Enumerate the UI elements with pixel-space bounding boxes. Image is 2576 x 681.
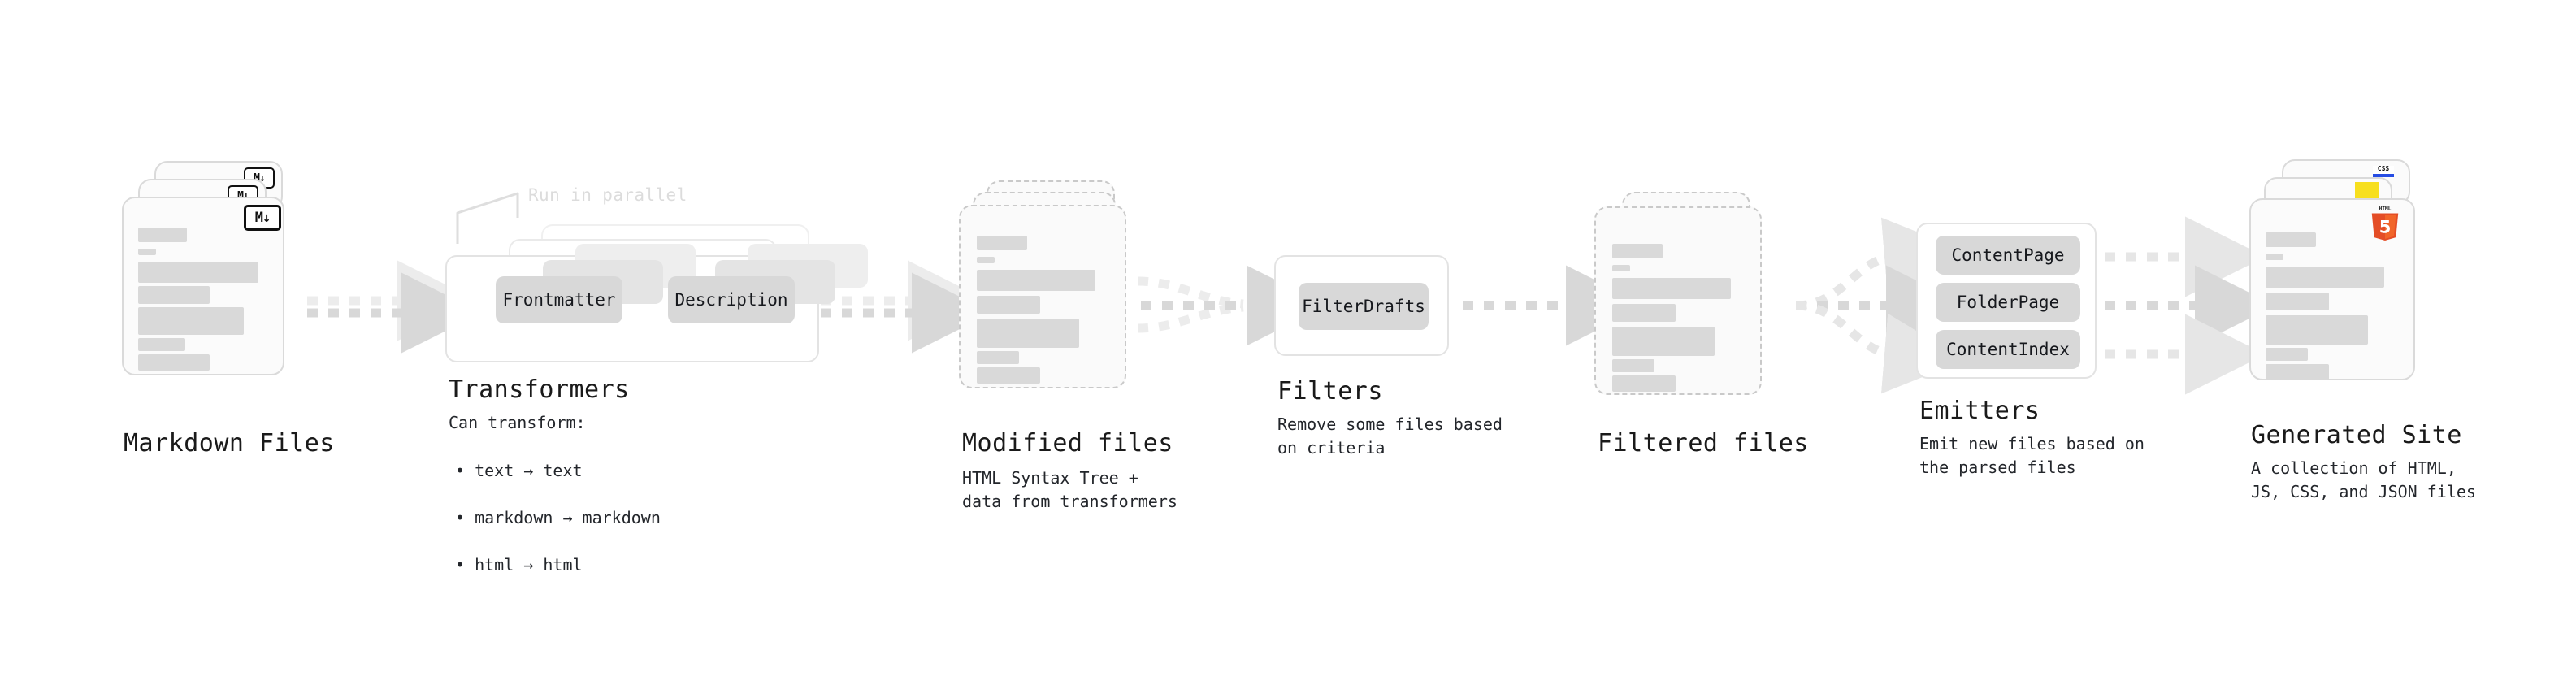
skeleton-bar bbox=[2266, 315, 2368, 345]
transformers-bullet: • html → html bbox=[455, 530, 661, 577]
transformers-bullet: • text → text bbox=[455, 436, 661, 483]
skeleton-bar bbox=[977, 236, 1027, 250]
skeleton-bar bbox=[1612, 327, 1715, 356]
skeleton-bar bbox=[1612, 304, 1676, 322]
arrow-markdown-to-transformers bbox=[307, 260, 482, 354]
skeleton-bar bbox=[138, 228, 187, 242]
bullet-text: html → html bbox=[475, 555, 583, 575]
transformers-desc: Can transform: bbox=[449, 413, 586, 432]
arrow-modified-to-filters bbox=[1137, 265, 1327, 346]
arrow-emitters-to-site bbox=[2105, 216, 2275, 395]
skeleton-bar bbox=[977, 319, 1079, 348]
svg-text:5: 5 bbox=[2379, 217, 2392, 236]
transformers-bullet-list: • text → text • markdown → markdown • ht… bbox=[455, 436, 661, 577]
skeleton-bar bbox=[2266, 267, 2384, 288]
emitter-chip-contentpage[interactable]: ContentPage bbox=[1936, 236, 2080, 275]
bullet-dot: • bbox=[455, 508, 475, 527]
bullet-text: markdown → markdown bbox=[475, 508, 661, 527]
filtered-card-front bbox=[1594, 206, 1762, 395]
skeleton-bar bbox=[138, 354, 210, 371]
html5-badge: HTML 5 bbox=[2371, 206, 2399, 241]
skeleton-bar bbox=[2266, 293, 2329, 310]
filter-chip-filterdrafts[interactable]: FilterDrafts bbox=[1299, 283, 1429, 330]
emitters-box: ContentPage FolderPage ContentIndex bbox=[1916, 223, 2097, 379]
skeleton-bar bbox=[2266, 364, 2329, 380]
filtered-files-title: Filtered files bbox=[1598, 429, 1809, 458]
markdown-files-title: Markdown Files bbox=[124, 429, 335, 458]
skeleton-bar bbox=[2266, 254, 2283, 260]
skeleton-bar bbox=[977, 367, 1040, 384]
skeleton-bar bbox=[138, 262, 258, 283]
arrow-transformers-to-modified bbox=[821, 260, 992, 354]
skeleton-bar bbox=[138, 338, 185, 351]
skeleton-bar bbox=[1612, 265, 1630, 271]
bullet-dot: • bbox=[455, 555, 475, 575]
filters-box: FilterDrafts bbox=[1274, 255, 1449, 356]
bullet-text: text → text bbox=[475, 461, 583, 480]
run-in-parallel-bracket bbox=[456, 192, 519, 244]
skeleton-bar bbox=[1612, 244, 1663, 258]
skeleton-bar bbox=[138, 286, 210, 304]
skeleton-bar bbox=[977, 257, 995, 263]
svg-text:HTML: HTML bbox=[2379, 206, 2392, 212]
filters-desc: Remove some files based on criteria bbox=[1277, 414, 1503, 458]
generated-site-title: Generated Site bbox=[2251, 421, 2462, 449]
emitters-title: Emitters bbox=[1919, 397, 2040, 425]
filters-title: Filters bbox=[1277, 377, 1383, 406]
skeleton-bar bbox=[2266, 232, 2316, 247]
transformer-chip-description[interactable]: Description bbox=[668, 276, 795, 323]
skeleton-bar bbox=[1612, 375, 1676, 392]
skeleton-bar bbox=[977, 270, 1095, 291]
transformers-title: Transformers bbox=[449, 375, 630, 404]
emitter-chip-contentindex[interactable]: ContentIndex bbox=[1936, 330, 2080, 369]
skeleton-bar bbox=[1612, 359, 1654, 372]
modified-card-front bbox=[959, 205, 1126, 388]
skeleton-bar bbox=[2266, 348, 2308, 361]
generated-site-desc: A collection of HTML, JS, CSS, and JSON … bbox=[2251, 458, 2476, 501]
skeleton-bar bbox=[138, 307, 244, 335]
modified-files-desc: HTML Syntax Tree + data from transformer… bbox=[962, 468, 1177, 511]
skeleton-bar bbox=[977, 296, 1040, 314]
css3-badge: CSS bbox=[2373, 165, 2394, 177]
emitters-desc: Emit new files based on the parsed files bbox=[1919, 434, 2144, 477]
skeleton-bar bbox=[138, 249, 156, 255]
skeleton-bar bbox=[977, 351, 1019, 364]
transformer-chip-frontmatter[interactable]: Frontmatter bbox=[496, 276, 622, 323]
arrow-filtered-to-emitters bbox=[1795, 217, 1967, 394]
modified-files-title: Modified files bbox=[962, 429, 1173, 458]
skeleton-bar bbox=[1612, 278, 1731, 299]
transformers-bullet: • markdown → markdown bbox=[455, 483, 661, 530]
run-in-parallel-label: Run in parallel bbox=[528, 185, 687, 205]
markdown-badge-front: M↓ bbox=[244, 205, 281, 231]
bullet-dot: • bbox=[455, 461, 475, 480]
js-badge bbox=[2355, 182, 2379, 200]
emitter-chip-folderpage[interactable]: FolderPage bbox=[1936, 283, 2080, 322]
